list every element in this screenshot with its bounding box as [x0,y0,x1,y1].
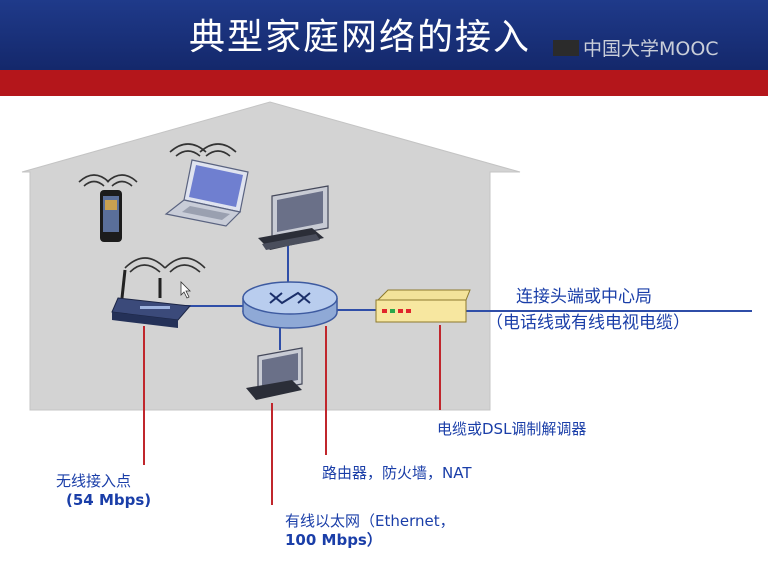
access-point-label: 无线接入点 [56,472,131,491]
headend-sub-label: （电话线或有线电视电缆） [486,314,690,333]
router-label: 路由器，防火墙，NAT [322,464,471,483]
ethernet-speed: 100 Mbps） [285,531,382,550]
headend-label: 连接头端或中心局 [516,288,652,307]
ethernet-label: 有线以太网（Ethernet， [285,512,455,531]
modem-label: 电缆或DSL调制解调器 [437,420,586,439]
smartphone-icon [100,190,122,242]
modem-icon [376,290,470,322]
access-point-speed: (54 Mbps) [66,491,151,510]
router-icon [243,282,337,328]
